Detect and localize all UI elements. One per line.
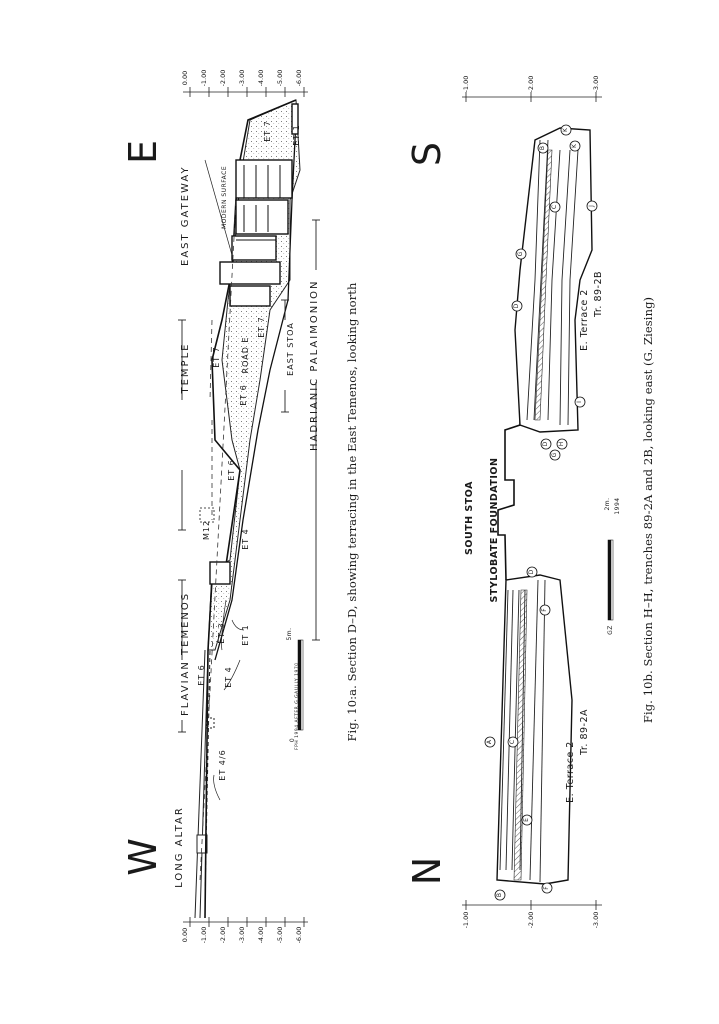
label-et4b: ET 4	[241, 528, 250, 550]
label-et7a: ET 7	[212, 346, 221, 368]
hh-scale-bar	[607, 539, 614, 621]
dd-elevation-tick-left: -6.00	[295, 926, 303, 944]
label-hadrianic-palaimonion: HADRIANIC PALAIMONION	[309, 279, 320, 452]
hh-layer-markers	[484, 124, 598, 901]
label-et7c: ET 7	[263, 120, 272, 142]
hh-layer-marker-label: K	[562, 128, 569, 132]
label-et6a: ET 6	[197, 664, 206, 686]
hh-layer-marker-label: J	[588, 205, 595, 207]
hh-trench-left-hatch	[513, 589, 528, 881]
label-et6c: ET 6	[239, 384, 248, 406]
dd-elevation-tick-left: 0.00	[181, 927, 189, 943]
dd-elevation-tick-right: -4.00	[257, 69, 265, 87]
dd-elevation-tick-right: -1.00	[200, 69, 208, 87]
compass-west: W	[121, 838, 165, 876]
hh-layer-marker-label: A	[486, 739, 493, 745]
compass-north: N	[405, 856, 449, 886]
hh-elevation-tick-right: -3.00	[592, 75, 600, 93]
hh-layer-marker-label: I	[576, 401, 583, 403]
caption-hh: Fig. 10b. Section H–H, trenches 89-2A an…	[641, 296, 655, 724]
label-et7b: ET 7	[257, 316, 266, 338]
scale-end-dd: 5m.	[286, 627, 293, 641]
label-et4a: ET 4	[224, 666, 233, 688]
label-modern-surface: MODERN SURFACE	[221, 165, 228, 229]
dd-leader-lines	[204, 159, 245, 801]
hh-layer-marker-label: C	[551, 204, 558, 210]
compass-east: E	[121, 140, 165, 165]
hh-layer-marker-label: D	[513, 303, 520, 309]
dd-elevation-tick-right: -3.00	[238, 69, 246, 87]
scale-end-hh: 2m.	[604, 497, 611, 511]
hh-layer-marker-label: F	[543, 886, 550, 890]
hh-elevation-axis-right	[462, 92, 602, 102]
label-east-gateway: EAST GATEWAY	[180, 165, 191, 266]
dd-scale-bar	[297, 639, 304, 731]
label-stylobate-foundation: STYLOBATE FOUNDATION	[489, 457, 500, 603]
label-terrace-right: E. Terrace 2	[579, 289, 590, 351]
dd-elevation-tick-left: -2.00	[219, 926, 227, 944]
hh-trench-left	[496, 574, 573, 885]
hh-elevation-tick-left: -1.00	[462, 911, 470, 929]
hh-layer-marker-label: B	[539, 145, 546, 151]
dd-elevation-tick-right: -2.00	[219, 69, 227, 87]
dd-elevation-tick-left: -3.00	[238, 926, 246, 944]
hh-elevation-tick-right: -2.00	[527, 75, 535, 93]
section-hh	[462, 92, 614, 910]
dd-gateway-details	[236, 165, 288, 241]
caption-dd: Fig. 10:a. Section D–D, showing terracin…	[345, 282, 359, 742]
hh-layer-marker-label: E	[523, 818, 530, 822]
hh-trench-right-hatch	[534, 149, 553, 421]
hh-layer-marker-label: C	[509, 739, 516, 745]
hh-layer-marker-label: H	[558, 441, 565, 447]
hh-elevation-tick-left: -3.00	[592, 911, 600, 929]
hh-stylobate	[497, 369, 523, 581]
label-south-stoa: SOUTH STOA	[464, 481, 475, 555]
hh-trench-right-layers	[526, 139, 579, 426]
label-trench-right: Tr. 89-2B	[593, 270, 604, 318]
hh-layer-marker-label: D	[528, 569, 535, 575]
label-road-e: ROAD E	[241, 336, 250, 374]
hh-layer-marker-label: G	[517, 251, 524, 257]
dd-elevation-tick-left: -5.00	[276, 926, 284, 944]
dd-west-ground	[194, 649, 215, 919]
hh-layer-marker-label: F	[541, 608, 548, 612]
label-m12: M12	[202, 519, 211, 541]
dd-elevation-tick-right: -6.00	[295, 69, 303, 87]
section-dd	[178, 87, 320, 927]
dd-dashed-lines	[199, 199, 237, 881]
scale-year-hh: 1994	[614, 497, 621, 515]
dd-extent-lines	[178, 219, 320, 733]
credit-dd: FPH 1994 AFTER G.GAULLY 1970	[295, 662, 300, 750]
label-long-altar: LONG ALTAR	[174, 806, 185, 888]
dd-ground-line-lower	[214, 119, 297, 661]
dd-elevation-axis-left	[183, 917, 308, 927]
label-et6b: ET 6	[227, 459, 236, 481]
hh-layer-marker-label: K	[571, 144, 578, 148]
hh-trench-right	[514, 127, 593, 433]
hh-layer-marker-label: G	[551, 452, 558, 458]
hh-elevation-axis-left	[462, 900, 602, 910]
hh-layer-marker-label: D	[542, 441, 549, 447]
label-flavian-temenos: FLAVIAN TEMENOS	[180, 591, 191, 716]
hh-elevation-tick-left: -2.00	[527, 911, 535, 929]
hh-layer-marker-label: B	[496, 892, 503, 898]
compass-south: S	[405, 141, 449, 167]
label-temple: TEMPLE	[180, 342, 191, 394]
label-terrace-left: E. Terrace 2	[565, 741, 576, 803]
label-et1b: ET 1	[292, 124, 301, 146]
label-et3: ET 3	[217, 622, 226, 644]
dd-elevation-tick-right: 0.00	[181, 70, 189, 86]
dd-elevation-axis-right	[183, 87, 308, 97]
label-trench-left: Tr. 89-2A	[579, 708, 590, 756]
label-east-stoa: EAST STOA	[286, 322, 295, 376]
dd-elevation-tick-left: -1.00	[200, 926, 208, 944]
label-et46: ET 4/6	[218, 749, 227, 781]
scale-initials-hh: GZ	[607, 625, 614, 635]
dd-elevation-tick-right: -5.00	[276, 69, 284, 87]
label-et1a: ET 1	[241, 624, 250, 646]
hh-elevation-tick-right: -1.00	[462, 75, 470, 93]
dd-elevation-tick-left: -4.00	[257, 926, 265, 944]
